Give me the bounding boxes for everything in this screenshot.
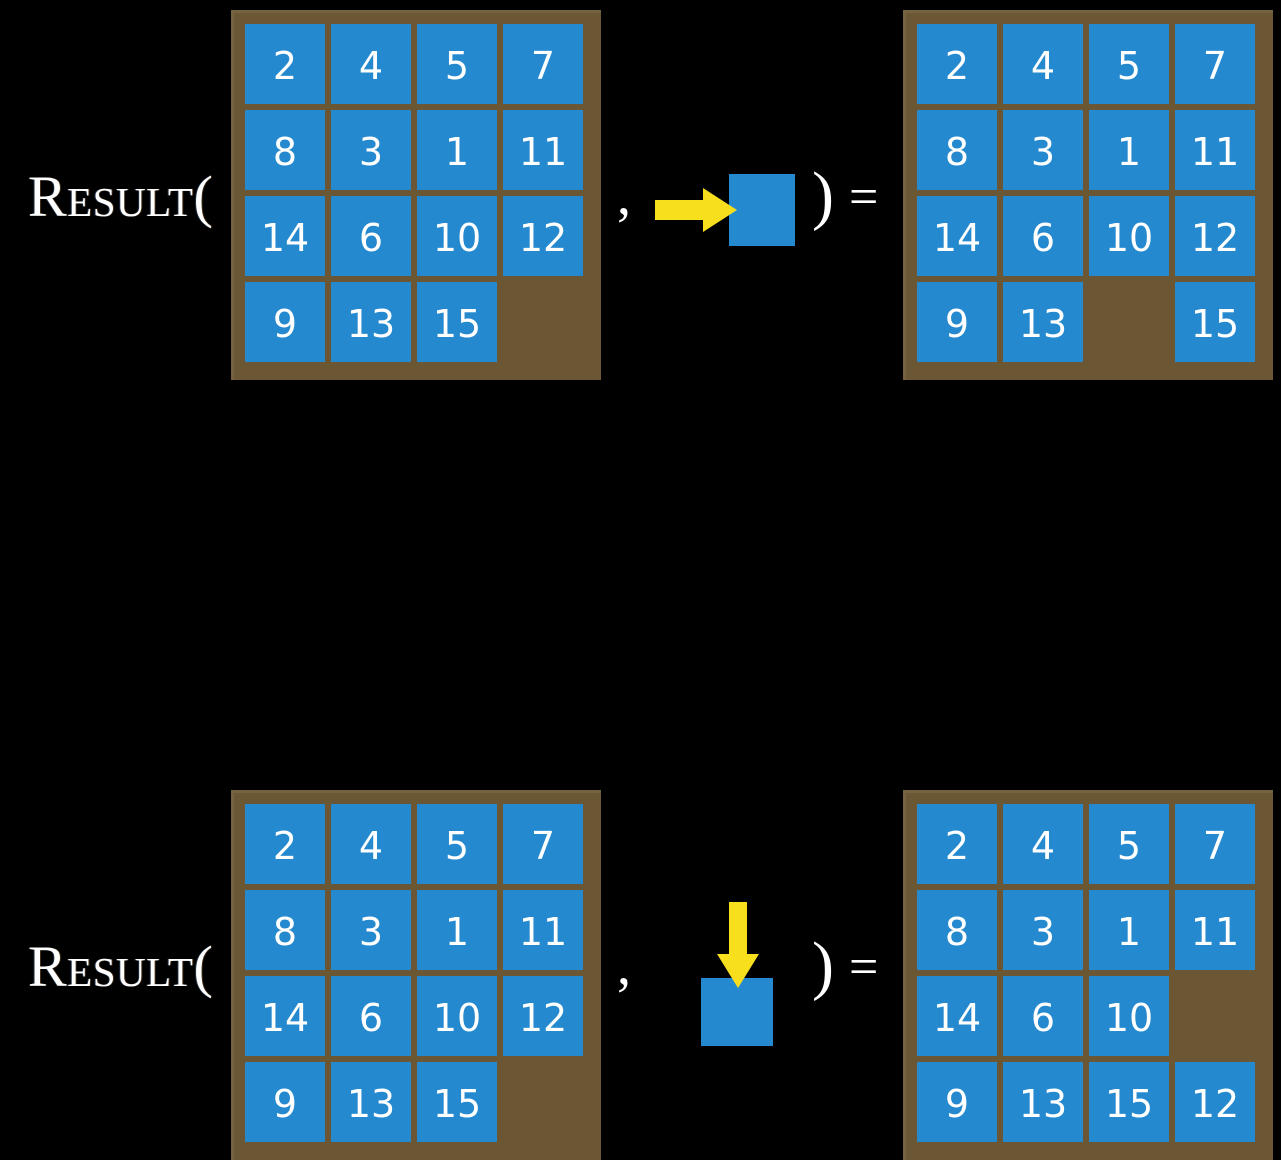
puzzle-tile[interactable]: 13 xyxy=(331,282,411,362)
puzzle-tile[interactable]: 14 xyxy=(917,976,997,1056)
puzzle-tile[interactable]: 2 xyxy=(917,804,997,884)
puzzle-tile[interactable]: 3 xyxy=(1003,890,1083,970)
puzzle-tile[interactable]: 7 xyxy=(503,804,583,884)
puzzle-tile[interactable]: 12 xyxy=(503,196,583,276)
puzzle-tile[interactable]: 15 xyxy=(1089,1062,1169,1142)
closing-paren: ) xyxy=(812,159,834,232)
puzzle-tile[interactable]: 2 xyxy=(917,24,997,104)
puzzle-tile[interactable]: 15 xyxy=(417,282,497,362)
puzzle-tile[interactable]: 6 xyxy=(331,196,411,276)
closing-paren: ) xyxy=(812,929,834,1002)
puzzle-tile[interactable]: 5 xyxy=(417,24,497,104)
puzzle-tile[interactable]: 9 xyxy=(917,1062,997,1142)
arrow-down-icon xyxy=(717,902,759,988)
puzzle-tile[interactable]: 10 xyxy=(1089,196,1169,276)
puzzle-tile[interactable]: 11 xyxy=(1175,110,1255,190)
puzzle-tile[interactable]: 10 xyxy=(417,196,497,276)
puzzle-tile[interactable]: 5 xyxy=(1089,24,1169,104)
puzzle-tile[interactable]: 2 xyxy=(245,804,325,884)
puzzle-tile[interactable]: 4 xyxy=(331,24,411,104)
puzzle-tile[interactable]: 14 xyxy=(245,196,325,276)
puzzle-tile[interactable]: 1 xyxy=(1089,110,1169,190)
puzzle-tile[interactable]: 4 xyxy=(1003,24,1083,104)
puzzle-tile[interactable]: 15 xyxy=(1175,282,1255,362)
puzzle-tile[interactable]: 9 xyxy=(245,1062,325,1142)
puzzle-tile[interactable]: 4 xyxy=(331,804,411,884)
puzzle-tile[interactable]: 4 xyxy=(1003,804,1083,884)
action-tile-slide-right xyxy=(729,174,795,246)
puzzle-tile[interactable]: 13 xyxy=(1003,1062,1083,1142)
puzzle-tile[interactable]: 12 xyxy=(503,976,583,1056)
puzzle-tile[interactable]: 11 xyxy=(503,890,583,970)
puzzle-tile[interactable]: 8 xyxy=(917,110,997,190)
puzzle-tile[interactable]: 3 xyxy=(1003,110,1083,190)
puzzle-tile[interactable]: 3 xyxy=(331,110,411,190)
puzzle-tile[interactable]: 10 xyxy=(1089,976,1169,1056)
puzzle-tile[interactable]: 6 xyxy=(1003,976,1083,1056)
puzzle-tile[interactable]: 9 xyxy=(245,282,325,362)
puzzle-tile[interactable]: 3 xyxy=(331,890,411,970)
result-function-label: Result( xyxy=(28,164,214,229)
result-function-label: Result( xyxy=(28,934,214,999)
puzzle-blank-cell xyxy=(1089,282,1169,362)
puzzle-tile[interactable]: 8 xyxy=(245,110,325,190)
puzzle-tile[interactable]: 11 xyxy=(1175,890,1255,970)
argument-separator-comma: , xyxy=(617,935,631,997)
puzzle-tile[interactable]: 14 xyxy=(245,976,325,1056)
equals-sign: = xyxy=(849,939,879,996)
puzzle-tile[interactable]: 5 xyxy=(1089,804,1169,884)
puzzle-tile[interactable]: 8 xyxy=(245,890,325,970)
puzzle-tile[interactable]: 8 xyxy=(917,890,997,970)
argument-separator-comma: , xyxy=(617,165,631,227)
puzzle-tile[interactable]: 7 xyxy=(1175,24,1255,104)
puzzle-tile[interactable]: 9 xyxy=(917,282,997,362)
puzzle-tile[interactable]: 1 xyxy=(1089,890,1169,970)
puzzle-tile[interactable]: 6 xyxy=(1003,196,1083,276)
puzzle-tile[interactable]: 1 xyxy=(417,110,497,190)
puzzle-tile[interactable]: 12 xyxy=(1175,1062,1255,1142)
puzzle-tile[interactable]: 7 xyxy=(503,24,583,104)
puzzle-blank-cell xyxy=(1175,976,1255,1056)
puzzle-tile[interactable]: 6 xyxy=(331,976,411,1056)
puzzle-tile[interactable]: 12 xyxy=(1175,196,1255,276)
equals-sign: = xyxy=(849,169,879,226)
puzzle-tile[interactable]: 13 xyxy=(331,1062,411,1142)
arrow-right-icon xyxy=(655,188,737,232)
puzzle-tile[interactable]: 11 xyxy=(503,110,583,190)
puzzle-blank-cell xyxy=(503,1062,583,1142)
puzzle-tile[interactable]: 1 xyxy=(417,890,497,970)
puzzle-tile[interactable]: 7 xyxy=(1175,804,1255,884)
puzzle-tile[interactable]: 10 xyxy=(417,976,497,1056)
puzzle-tile[interactable]: 5 xyxy=(417,804,497,884)
puzzle-tile[interactable]: 2 xyxy=(245,24,325,104)
puzzle-tile[interactable]: 13 xyxy=(1003,282,1083,362)
puzzle-tile[interactable]: 14 xyxy=(917,196,997,276)
puzzle-blank-cell xyxy=(503,282,583,362)
puzzle-tile[interactable]: 15 xyxy=(417,1062,497,1142)
